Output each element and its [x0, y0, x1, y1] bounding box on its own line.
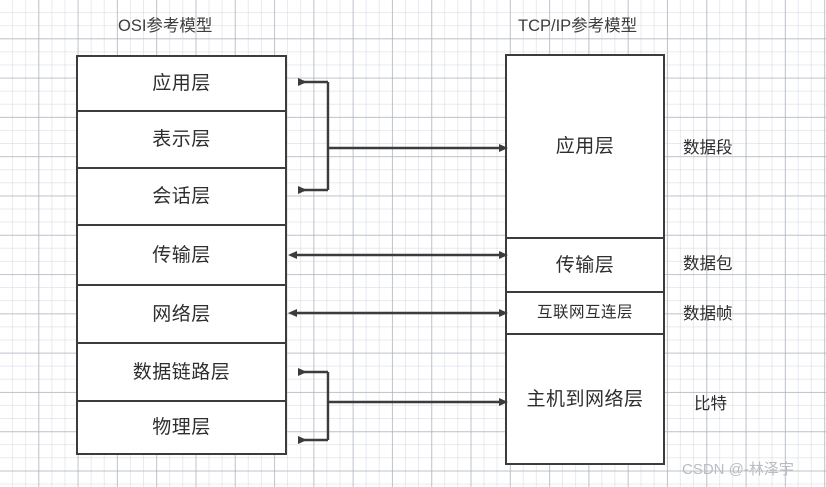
- tcpip-layer-label: 互联网互连层: [536, 304, 633, 322]
- tcpip-layer-application[interactable]: 应用层: [507, 56, 663, 239]
- tcpip-layer-label: 传输层: [555, 254, 615, 276]
- tcpip-layer-host-to-network[interactable]: 主机到网络层: [507, 335, 663, 463]
- osi-layer-label: 传输层: [152, 244, 211, 266]
- osi-layer-data-link[interactable]: 数据链路层: [78, 344, 285, 402]
- osi-layer-label: 表示层: [152, 129, 211, 150]
- osi-layer-application[interactable]: 应用层: [78, 57, 285, 112]
- connector-host-to-network-bracket: [298, 368, 508, 444]
- osi-layer-label: 物理层: [152, 417, 211, 438]
- osi-layer-stack: 应用层 表示层 会话层 传输层 网络层 数据链路层 物理层: [76, 55, 287, 455]
- csdn-watermark: CSDN @-林泽宇: [682, 461, 794, 478]
- connector-application-bracket: [298, 78, 508, 194]
- osi-layer-label: 会话层: [152, 186, 211, 207]
- tcpip-layer-label: 主机到网络层: [526, 388, 644, 410]
- osi-layer-physical[interactable]: 物理层: [78, 402, 285, 453]
- pdu-label-bit: 比特: [694, 395, 727, 413]
- tcpip-model-title: TCP/IP参考模型: [518, 17, 638, 35]
- pdu-label-packet: 数据包: [683, 255, 733, 273]
- osi-layer-label: 应用层: [152, 73, 211, 94]
- osi-layer-label: 网络层: [152, 303, 211, 325]
- tcpip-layer-internet[interactable]: 互联网互连层: [507, 293, 663, 335]
- osi-layer-presentation[interactable]: 表示层: [78, 112, 285, 169]
- osi-layer-session[interactable]: 会话层: [78, 169, 285, 226]
- tcpip-layer-transport[interactable]: 传输层: [507, 239, 663, 293]
- osi-model-title: OSI参考模型: [118, 17, 213, 35]
- osi-layer-label: 数据链路层: [132, 361, 231, 383]
- osi-layer-transport[interactable]: 传输层: [78, 226, 285, 286]
- osi-layer-network[interactable]: 网络层: [78, 286, 285, 344]
- tcpip-layer-label: 应用层: [555, 136, 615, 157]
- tcpip-layer-stack: 应用层 传输层 互联网互连层 主机到网络层: [505, 54, 665, 465]
- pdu-label-frame: 数据帧: [683, 305, 733, 323]
- pdu-label-segment: 数据段: [683, 139, 733, 157]
